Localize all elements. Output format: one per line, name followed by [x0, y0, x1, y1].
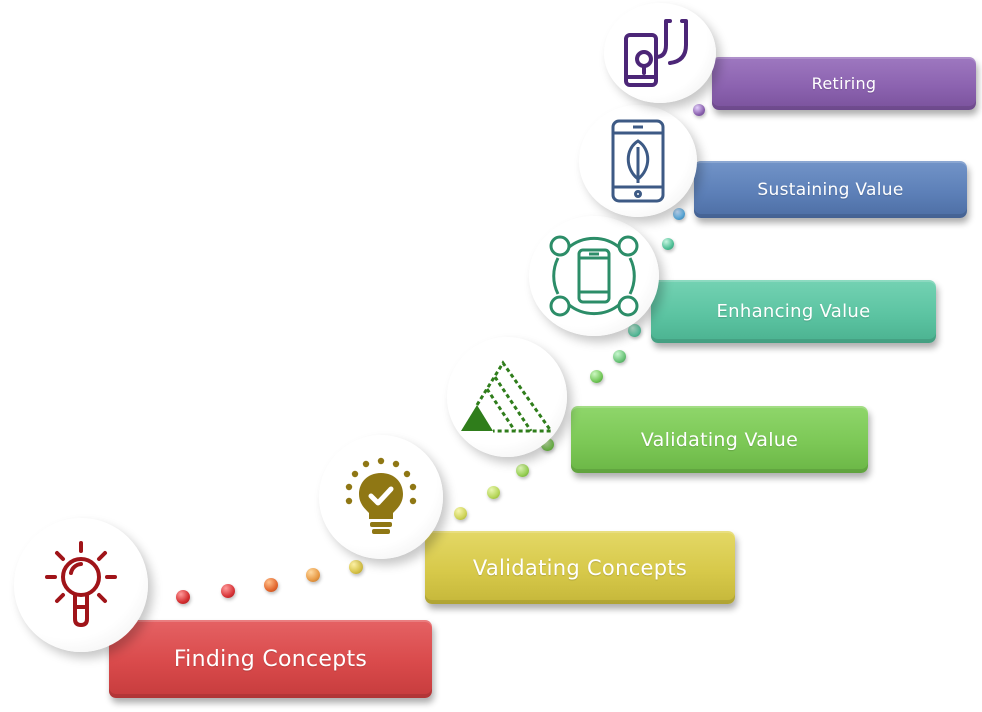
connector-dot: [613, 350, 626, 363]
stage-bar-validating-concepts: Validating Concepts: [425, 531, 735, 604]
stage-icon-circle: [14, 518, 148, 652]
stage-icon-circle: [604, 3, 716, 103]
connector-dot: [516, 464, 529, 477]
connector-dot: [176, 590, 190, 604]
stage-bar-sustaining-value: Sustaining Value: [694, 161, 967, 218]
connector-dot: [487, 486, 500, 499]
stage-bar-retiring: Retiring: [712, 57, 976, 110]
stage-label: Validating Value: [640, 428, 799, 451]
connector-dot: [628, 324, 641, 337]
stage-label: Validating Concepts: [472, 555, 688, 580]
stage-bar-enhancing-value: Enhancing Value: [651, 280, 936, 343]
stage-label: Finding Concepts: [173, 646, 368, 672]
stage-icon-circle: [579, 105, 697, 217]
connector-dot: [264, 578, 278, 592]
phone-leaf-icon: [611, 119, 665, 203]
phone-stethoscope-icon: [624, 19, 688, 87]
connector-dot: [693, 104, 705, 116]
magnifier-lightbulb-icon: [45, 541, 117, 628]
stage-bar-finding-concepts: Finding Concepts: [109, 620, 432, 698]
connector-dot: [454, 507, 467, 520]
connector-dot: [221, 584, 235, 598]
connector-dot: [673, 208, 685, 220]
connector-dot: [662, 238, 674, 250]
stage-icon-circle: [529, 216, 659, 336]
stage-icon-circle: [319, 435, 443, 559]
stage-icon-circle: [447, 337, 567, 457]
connector-dot: [590, 370, 603, 383]
stage-label: Sustaining Value: [757, 179, 904, 200]
connector-dot: [349, 560, 363, 574]
lightbulb-check-icon: [345, 457, 417, 534]
stage-label: Enhancing Value: [716, 301, 871, 322]
connected-phone-icon: [549, 235, 639, 317]
triangle-growth-icon: [461, 360, 554, 433]
stage-label: Retiring: [811, 74, 877, 93]
stage-bar-validating-value: Validating Value: [571, 406, 868, 473]
connector-dot: [306, 568, 320, 582]
